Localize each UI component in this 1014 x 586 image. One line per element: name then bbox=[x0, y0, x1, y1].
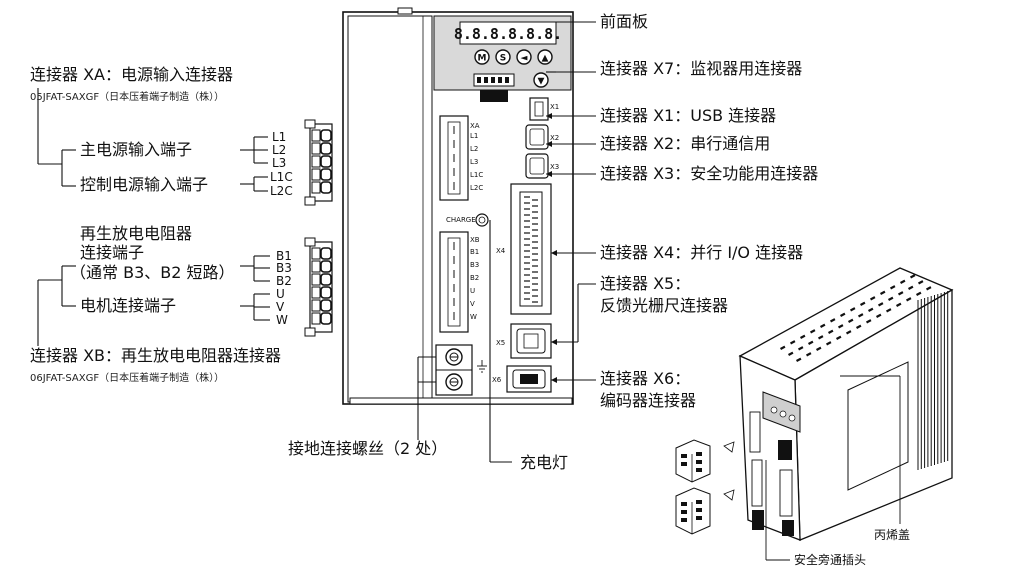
ground-screw-label: 接地连接螺丝（2 处） bbox=[288, 439, 448, 458]
iso-plug-bottom bbox=[675, 487, 711, 535]
seven-seg-display: 8.8.8.8.8.8. bbox=[454, 25, 562, 43]
arrowheads bbox=[546, 113, 557, 383]
set-button-label: S bbox=[500, 54, 506, 64]
xb-title: 连接器 XB：再生放电电阻器连接器 bbox=[30, 346, 282, 365]
regen-label-3: （通常 B3、B2 短路） bbox=[70, 263, 235, 282]
xb-part-number: 06JFAT-SAXGF（日本压着端子制造（株）） bbox=[30, 373, 225, 384]
panel-x1-label: X1 bbox=[550, 103, 559, 111]
svg-text:L3: L3 bbox=[470, 158, 478, 166]
left-button-label: ◄ bbox=[521, 54, 528, 64]
x5-label-1: 连接器 X5： bbox=[600, 274, 691, 293]
front-panel-label: 前面板 bbox=[600, 12, 649, 31]
x4-label: 连接器 X4：并行 I/O 连接器 bbox=[600, 243, 804, 262]
x7-label: 连接器 X7：监视器用连接器 bbox=[600, 59, 803, 78]
regen-label-2: 连接端子 bbox=[80, 243, 145, 262]
xa-part-number: 05JFAT-SAXGF（日本压着端子制造（株）） bbox=[30, 92, 225, 103]
xb-plug-pin-w: W bbox=[276, 313, 288, 327]
svg-text:B1: B1 bbox=[470, 248, 479, 256]
svg-text:L2: L2 bbox=[470, 145, 478, 153]
x6-label-2: 编码器连接器 bbox=[600, 391, 697, 410]
svg-text:W: W bbox=[470, 313, 477, 321]
mode-button-label: M bbox=[478, 54, 487, 64]
panel-xb-label: XB bbox=[470, 236, 480, 244]
svg-text:L1: L1 bbox=[470, 132, 478, 140]
safety-bypass-label: 安全旁通插头 bbox=[794, 553, 867, 567]
leader-lines bbox=[37, 21, 596, 463]
xa-plug-pin-l3: L3 bbox=[272, 156, 287, 170]
xa-plug-pin-l2: L2 bbox=[272, 143, 287, 157]
down-button-label: ▼ bbox=[538, 77, 545, 87]
drive-front-view: 8.8.8.8.8.8. M S ◄ ▲ ▼ XA L1 bbox=[342, 7, 574, 405]
xb-plug-pin-b3: B3 bbox=[276, 261, 292, 275]
svg-text:L1C: L1C bbox=[470, 171, 483, 179]
regen-label-1: 再生放电电阻器 bbox=[80, 224, 193, 243]
panel-xa-label: XA bbox=[470, 122, 480, 130]
panel-x6-label: X6 bbox=[492, 376, 502, 384]
up-button-label: ▲ bbox=[542, 54, 549, 64]
svg-text:B3: B3 bbox=[470, 261, 479, 269]
xa-plug bbox=[304, 119, 333, 206]
svg-text:V: V bbox=[470, 300, 475, 308]
panel-buttons: M S ◄ ▲ ▼ bbox=[474, 49, 553, 88]
xb-plug-pin-v: V bbox=[276, 300, 285, 314]
xb-plug-pin-u: U bbox=[276, 287, 285, 301]
panel-x3-label: X3 bbox=[550, 163, 559, 171]
xa-plug-pin-l2c: L2C bbox=[270, 184, 293, 198]
panel-x2-label: X2 bbox=[550, 134, 559, 142]
motor-terminal-label: 电机连接端子 bbox=[80, 296, 177, 315]
xb-plug bbox=[304, 237, 333, 337]
xa-plug-pin-l1: L1 bbox=[272, 130, 287, 144]
xb-plug-pin-b2: B2 bbox=[276, 274, 292, 288]
charge-lamp-label: 充电灯 bbox=[520, 453, 569, 472]
svg-text:L2C: L2C bbox=[470, 184, 483, 192]
panel-x4-label: X4 bbox=[496, 247, 506, 255]
xa-title: 连接器 XA：电源输入连接器 bbox=[30, 65, 233, 84]
svg-text:B2: B2 bbox=[470, 274, 479, 282]
control-power-label: 控制电源输入端子 bbox=[80, 175, 209, 194]
svg-text:U: U bbox=[470, 287, 475, 295]
xb-plug-pin-b1: B1 bbox=[276, 249, 292, 263]
x5-label-2: 反馈光栅尺连接器 bbox=[600, 296, 729, 315]
panel-x5-label: X5 bbox=[496, 339, 505, 347]
x2-label: 连接器 X2：串行通信用 bbox=[600, 134, 771, 153]
iso-plug-top bbox=[675, 439, 711, 483]
drive-iso-view bbox=[675, 267, 954, 561]
charge-label: CHARGE bbox=[446, 216, 476, 224]
x3-label: 连接器 X3：安全功能用连接器 bbox=[600, 164, 819, 183]
x1-label: 连接器 X1：USB 连接器 bbox=[600, 106, 777, 125]
main-power-label: 主电源输入端子 bbox=[80, 140, 193, 159]
x6-label-1: 连接器 X6： bbox=[600, 369, 691, 388]
cover-label: 丙烯盖 bbox=[874, 528, 911, 542]
xa-plug-pin-l1c: L1C bbox=[270, 170, 293, 184]
